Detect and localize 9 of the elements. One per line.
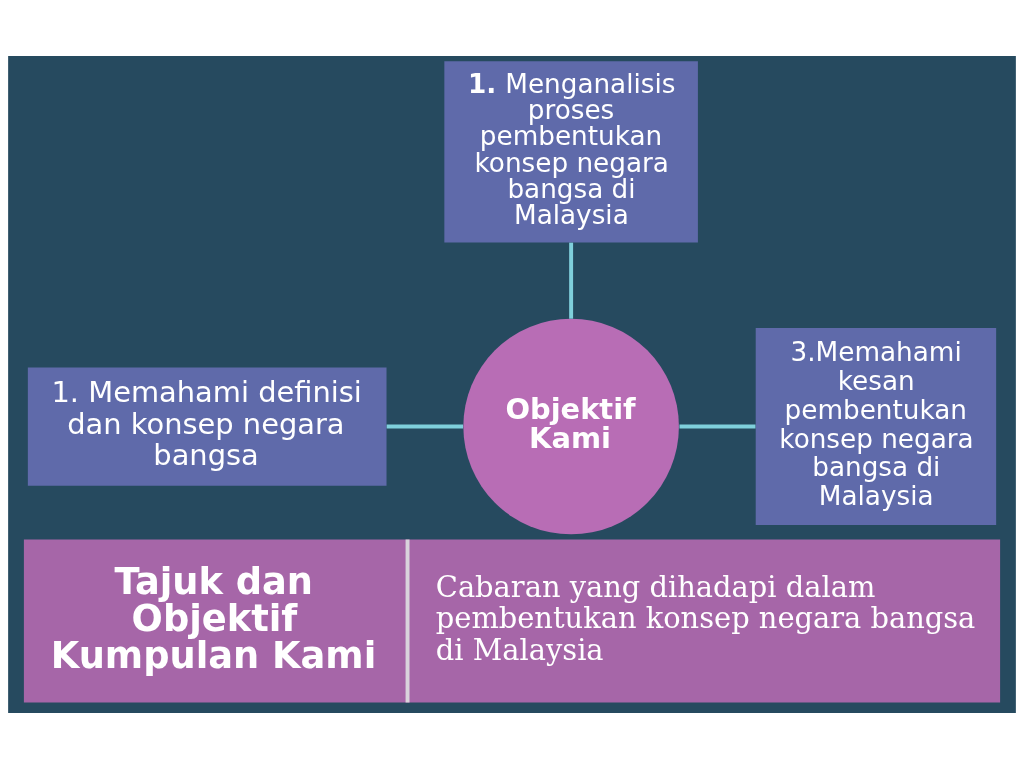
node-circle: Objektif Kami <box>463 318 679 534</box>
connector <box>679 424 756 429</box>
node-box: 3.Memahami kesan pembentukan konsep negara bangsa di Malaysia <box>755 327 997 525</box>
diagram-title: Tajuk dan Objektif Kumpulan Kami <box>50 559 377 677</box>
node-box: 1. Memahami definisi dan konsep negara bangsa <box>27 366 387 486</box>
node-box: 1. Menganalisis proses pembentukan konsep negara bangsa di Malaysia <box>444 60 698 243</box>
connector <box>569 242 574 319</box>
caption: Cabaran yang dihadapi dalam pembentukan konsep negara bangsa di Malaysia <box>435 569 976 667</box>
connector <box>386 424 464 429</box>
